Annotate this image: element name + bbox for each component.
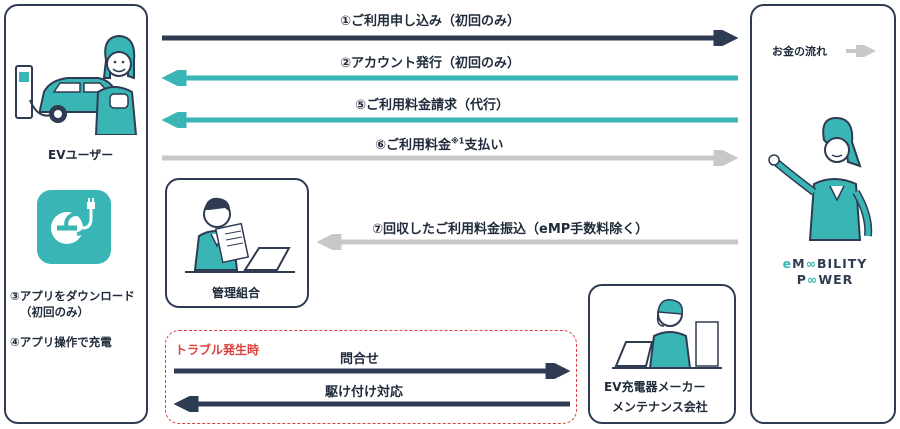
step3-note: （初回のみ） [20, 305, 89, 319]
inquiry-label: 問合せ [340, 352, 380, 367]
flow-7-label: ⑦回収したご利用料金振込（eMP手数料除く） [372, 222, 649, 237]
trouble-title: トラブル発生時 [175, 343, 260, 357]
flow-2-arrow [161, 70, 738, 86]
logo-wer: WER [818, 272, 854, 287]
flow-6-footnote: ※1 [451, 136, 465, 146]
money-flow-legend-label: お金の流れ [772, 45, 827, 58]
logo-o-glyph: ∞ [806, 272, 819, 287]
money-flow-legend-arrow [846, 45, 876, 57]
inquiry-arrow [174, 363, 571, 379]
logo-bility: BILITY [816, 256, 868, 271]
rush-arrow [173, 396, 570, 412]
flow-6-tail: 支払い [464, 138, 504, 153]
ev-user-label: EVユーザー [48, 148, 114, 162]
ev-user-illustration [15, 34, 138, 135]
flow-1-arrow [162, 30, 739, 46]
maker-label-line1: EV充電器メーカー [604, 380, 706, 394]
flow-5-label: ⑤ご利用料金請求（代行） [355, 98, 510, 113]
emp-logo: eM∞BILITY P∞WER [770, 256, 880, 288]
flow-6-main: ⑥ご利用料金 [375, 138, 452, 153]
flow-1-label: ①ご利用申し込み（初回のみ） [340, 14, 521, 29]
flow-5-arrow [161, 112, 738, 128]
flow-6-label: ⑥ご利用料金※1支払い [375, 134, 503, 153]
logo-infinity-glyph: ∞ [805, 256, 817, 271]
logo-p: P [796, 272, 807, 287]
union-label: 管理組合 [212, 286, 261, 300]
maker-label-line2: メンテナンス会社 [612, 400, 708, 414]
union-staff-illustration [185, 197, 295, 273]
maker-staff-illustration [612, 299, 722, 369]
trouble-panel [165, 330, 577, 424]
step3-label: ③アプリをダウンロード [10, 289, 135, 303]
emp-staff-illustration [768, 116, 873, 241]
step4-label: ④アプリ操作で充電 [10, 335, 112, 349]
rush-label: 駆け付け対応 [325, 385, 404, 400]
flow-6-arrow [162, 150, 739, 166]
logo-m: M [792, 256, 806, 271]
emp-app-icon [37, 190, 111, 264]
flow-2-label: ②アカウント発行（初回のみ） [340, 56, 521, 71]
flow-7-arrow [316, 234, 738, 250]
logo-e: e [782, 256, 793, 271]
